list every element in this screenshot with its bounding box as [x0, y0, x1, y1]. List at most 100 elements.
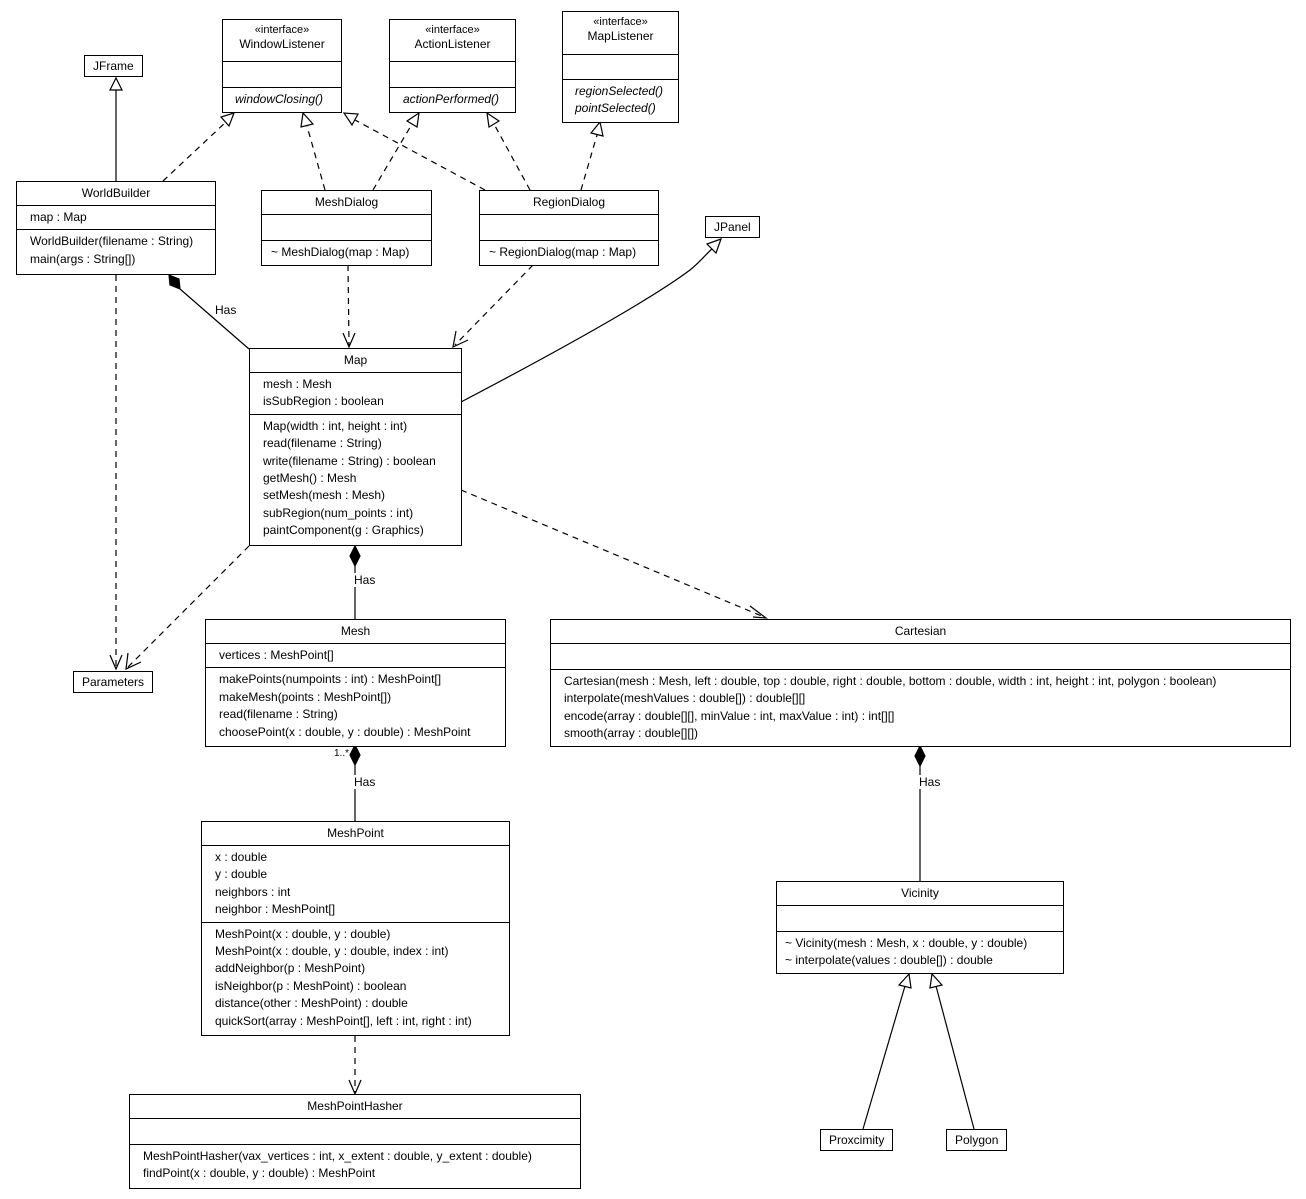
class-name: Cartesian — [551, 620, 1290, 644]
fields-section — [262, 215, 431, 241]
composition-diamond — [914, 744, 926, 768]
method-item: read(filename : String) — [219, 707, 338, 722]
worldbuilder-realizes-windowlistener — [162, 120, 228, 182]
realization-arrowhead — [300, 111, 315, 128]
relation-label-map-mesh: Has — [354, 573, 376, 587]
regiondialog-depends-map — [454, 264, 534, 346]
method-item: MeshPoint(x : double, y : double) — [215, 926, 391, 941]
class-name: MapListener — [587, 29, 654, 43]
method-item: ~ Vicinity(mesh : Mesh, x : double, y : … — [785, 936, 1028, 950]
composition-diamond — [349, 743, 361, 767]
method-item: subRegion(num_points : int) — [263, 505, 414, 520]
class-name: Parameters — [82, 675, 145, 689]
class-name: Vicinity — [777, 882, 1063, 906]
class-name: MeshPointHasher — [130, 1095, 580, 1119]
class-header: «interface» WindowListener — [223, 20, 341, 62]
realization-arrowhead — [342, 112, 359, 127]
method-item: windowClosing() — [235, 92, 324, 106]
realization-arrowhead — [405, 111, 420, 128]
method-item: quickSort(array : MeshPoint[], left : in… — [215, 1013, 472, 1028]
method-item: write(filename : String) : boolean — [263, 453, 436, 468]
class-meshpoint: MeshPoint x : double y : double neighbor… — [201, 821, 510, 1036]
regiondialog-realizes-windowlistener — [354, 119, 486, 191]
composition-diamond — [168, 274, 181, 290]
fields-section: vertices : MeshPoint[] — [206, 644, 505, 669]
dependency-arrowhead — [125, 652, 142, 671]
class-name: WorldBuilder — [17, 182, 215, 206]
field-item: isSubRegion : boolean — [263, 394, 384, 409]
stereotype-label: «interface» — [425, 24, 480, 36]
methods-section: ~ MeshDialog(map : Map) — [262, 241, 431, 264]
class-parameters: Parameters — [73, 671, 154, 693]
meshdialog-depends-map — [347, 264, 350, 346]
fields-section — [130, 1119, 580, 1145]
stereotype-label: «interface» — [593, 16, 648, 28]
class-header: «interface» ActionListener — [390, 20, 515, 62]
method-item: regionSelected() — [575, 84, 664, 98]
map-extends-jpanel — [460, 247, 714, 403]
generalization-arrowhead — [705, 238, 722, 255]
realization-arrowhead — [219, 112, 236, 128]
method-item: pointSelected() — [575, 101, 656, 116]
fields-section — [551, 644, 1290, 670]
class-name: MeshDialog — [262, 191, 431, 215]
relation-label-cartesian-vicinity: Has — [919, 775, 941, 789]
field-item: neighbors : int — [215, 884, 291, 899]
method-item: makePoints(numpoints : int) : MeshPoint[… — [219, 672, 442, 687]
realization-arrowhead — [486, 111, 501, 128]
method-item: makeMesh(points : MeshPoint[]) — [219, 689, 392, 704]
class-name: Mesh — [206, 620, 505, 644]
method-item: WorldBuilder(filename : String) — [30, 234, 194, 249]
method-item: isNeighbor(p : MeshPoint) : boolean — [215, 978, 407, 993]
multiplicity-label: 1..* — [334, 748, 350, 759]
class-map: Map mesh : Mesh isSubRegion : boolean Ma… — [249, 348, 462, 546]
dependency-arrowhead — [452, 330, 469, 349]
methods-section: WorldBuilder(filename : String) main(arg… — [17, 230, 215, 271]
method-item: smooth(array : double[][]) — [564, 726, 699, 741]
method-item: addNeighbor(p : MeshPoint) — [215, 961, 366, 976]
proxcimity-extends-vicinity — [862, 985, 906, 1130]
method-item: encode(array : double[][], minValue : in… — [564, 708, 895, 723]
class-name: MeshPoint — [202, 822, 509, 846]
method-item: Map(width : int, height : int) — [263, 418, 408, 433]
class-name: JFrame — [93, 59, 134, 73]
method-item: MeshPointHasher(vax_vertices : int, x_ex… — [143, 1149, 532, 1163]
fields-section — [563, 55, 678, 80]
dependency-arrowhead — [749, 605, 769, 619]
composition-diamond — [349, 544, 361, 568]
method-item: ~ interpolate(values : double[]) : doubl… — [785, 953, 993, 968]
class-regiondialog: RegionDialog ~ RegionDialog(map : Map) — [479, 190, 659, 266]
field-item: mesh : Mesh — [263, 377, 332, 391]
fields-section — [777, 906, 1063, 932]
method-item: interpolate(meshValues : double[]) : dou… — [564, 691, 806, 706]
class-name: Map — [250, 349, 461, 373]
method-item: paintComponent(g : Graphics) — [263, 523, 424, 538]
class-name: WindowListener — [239, 37, 325, 51]
class-mesh: Mesh vertices : MeshPoint[] makePoints(n… — [205, 619, 506, 747]
method-item: actionPerformed() — [403, 92, 500, 106]
class-polygon: Polygon — [946, 1129, 1008, 1151]
relation-label-mesh-meshpoint: Has — [354, 775, 376, 789]
class-meshpointhasher: MeshPointHasher MeshPointHasher(vax_vert… — [129, 1094, 581, 1189]
method-item: read(filename : String) — [263, 436, 382, 451]
method-item: setMesh(mesh : Mesh) — [263, 488, 386, 503]
fields-section: x : double y : double neighbors : int ne… — [202, 846, 509, 923]
realization-arrowhead — [589, 120, 604, 137]
field-item: vertices : MeshPoint[] — [219, 648, 334, 662]
class-worldbuilder: WorldBuilder map : Map WorldBuilder(file… — [16, 181, 216, 275]
worldbuilder-has-map — [179, 288, 250, 350]
methods-section: actionPerformed() — [390, 88, 515, 111]
fields-section — [223, 62, 341, 88]
generalization-arrowhead — [897, 972, 912, 989]
methods-section: MeshPointHasher(vax_vertices : int, x_ex… — [130, 1145, 580, 1186]
fields-section — [390, 62, 515, 88]
method-item: choosePoint(x : double, y : double) : Me… — [219, 724, 471, 739]
methods-section: regionSelected() pointSelected() — [563, 80, 678, 121]
meshdialog-realizes-windowlistener — [306, 125, 326, 191]
class-cartesian: Cartesian Cartesian(mesh : Mesh, left : … — [550, 619, 1291, 747]
interface-maplistener: «interface» MapListener regionSelected()… — [562, 11, 679, 123]
class-header: «interface» MapListener — [563, 12, 678, 55]
interface-windowlistener: «interface» WindowListener windowClosing… — [222, 19, 342, 113]
